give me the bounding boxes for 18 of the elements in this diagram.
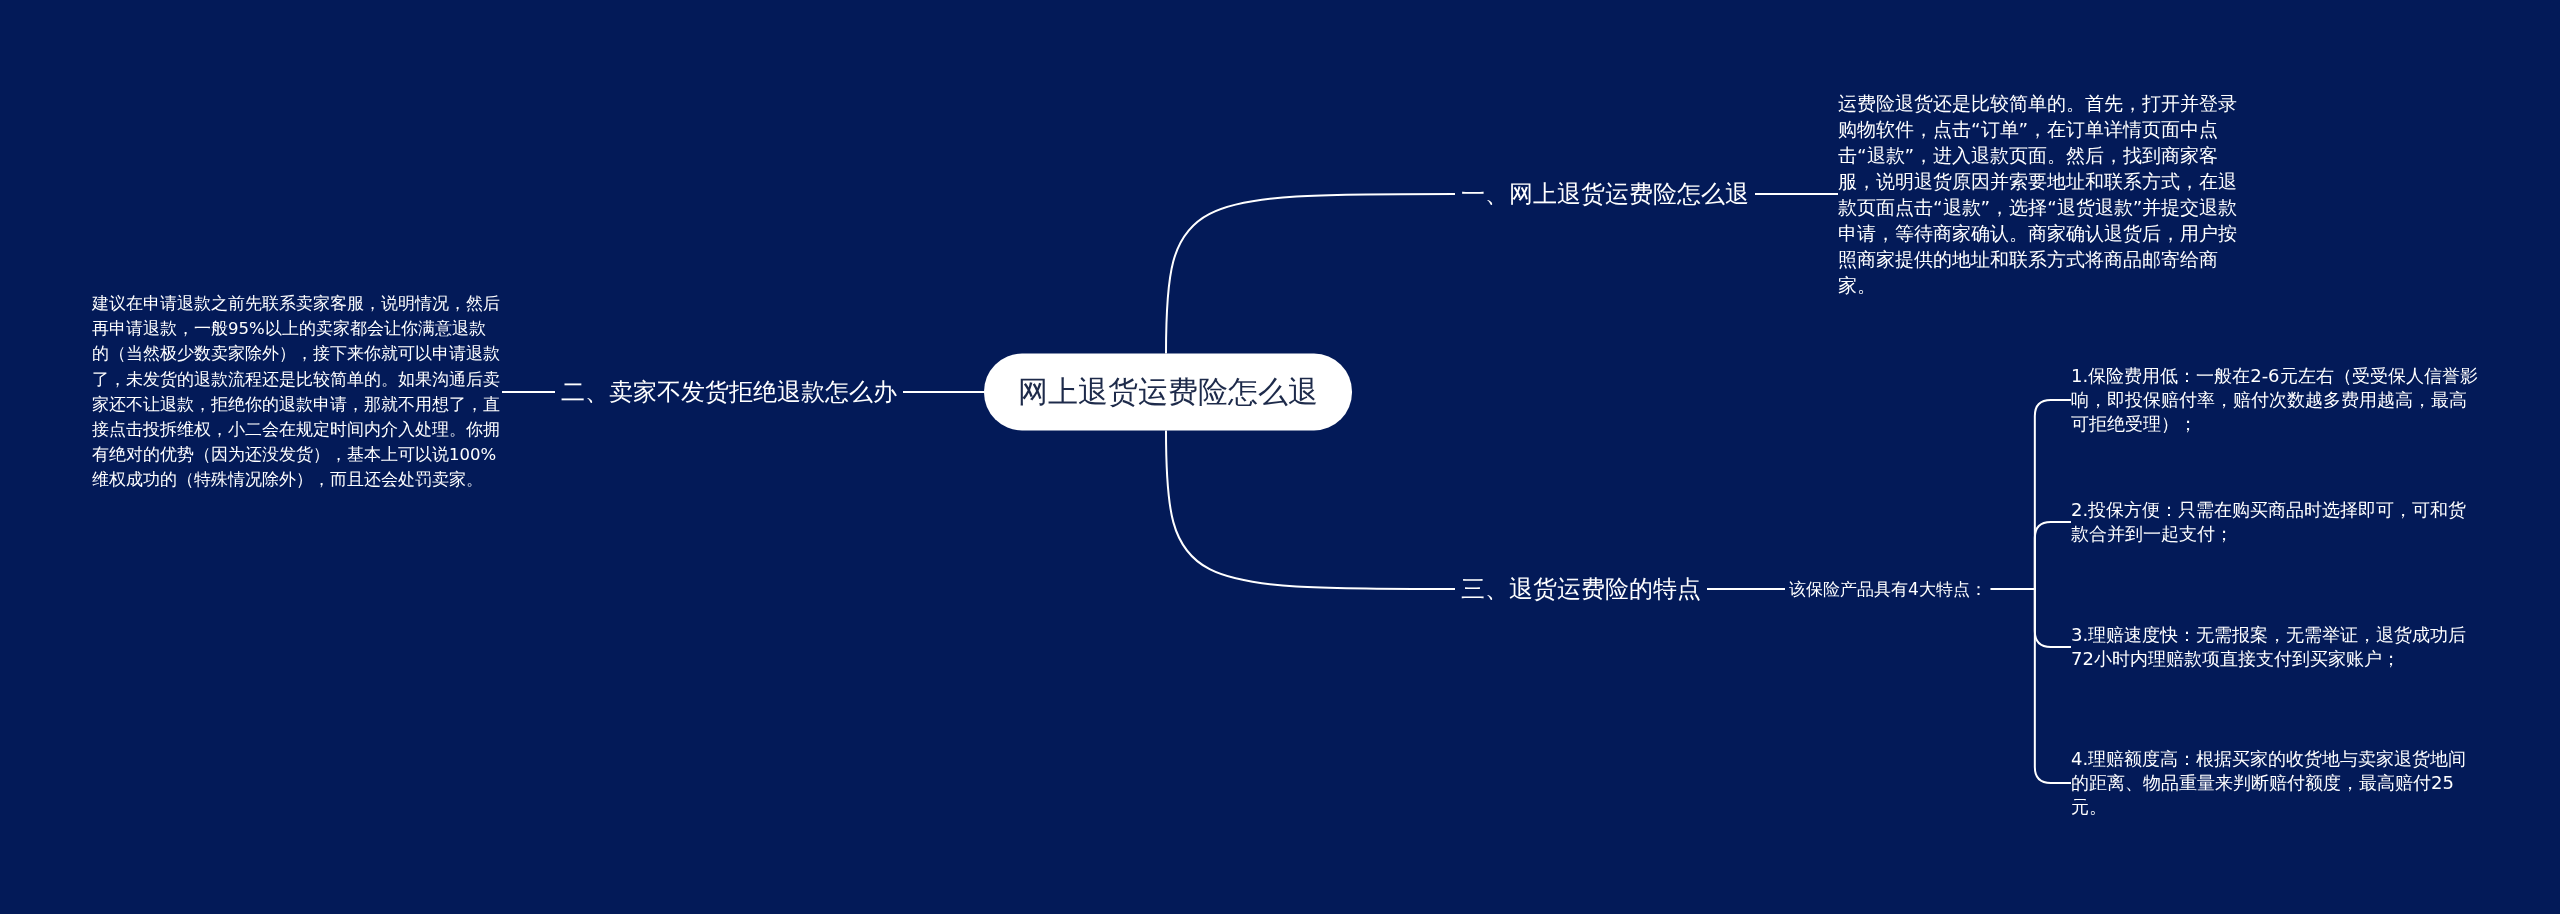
connector-line bbox=[501, 391, 556, 393]
topic-label: 一、网上退货运费险怎么退 bbox=[1461, 179, 1749, 210]
connector-line bbox=[1165, 429, 1456, 590]
list-item-text: 4.理赔额度高：根据买家的收货地与卖家退货地间的距离、物品重量来判断赔付额度，最高赔付25元。 bbox=[2071, 747, 2468, 819]
description-text: 运费险退货还是比较简单的。首先，打开并登录购物软件，点击“订单”，在订单详情页面中点击“退款”，进入退款页面。然后，找到商家客服，说明退货原因并索要地址和联系方式，在退款页面点击“退款”，选择“退货退款”并提交退款申请，等待商家确认。商家确认退货后，用户按照商家提供的地址和联系方式将商品邮寄给商家。 bbox=[1838, 92, 2239, 298]
topic-label: 三、退货运费险的特点 bbox=[1461, 574, 1701, 605]
description-text: 建议在申请退款之前先联系卖家客服，说明情况，然后再申请退款，一般95%以上的卖家都会让你满意退款的（当然极少数卖家除外），接下来你就可以申请退款了，未发货的退款流程还是比较简单的。如果沟通后卖家还不让退款，拒绝你的退款申请，那就不用想了，直接点击投拆维权，小二会在规定时间内介入处理。你拥有绝对的优势（因为还没发货），基本上可以说100%维权成功的（特殊情况除外），而且还会处罚卖家。 bbox=[92, 293, 501, 492]
central-topic: 网上退货运费险怎么退 bbox=[984, 353, 1352, 431]
connector-line bbox=[1754, 193, 1839, 195]
list-item-text: 3.理赔速度快：无需报案，无需举证，退货成功后72小时内理赔款项直接支付到买家账户； bbox=[2071, 623, 2468, 671]
connector-line bbox=[1989, 588, 2072, 784]
list-item-text: 1.保险费用低：一般在2-6元左右（受受保人信誉影响，即投保赔付率，赔付次数越多费用越高，最高可拒绝受理）； bbox=[2071, 364, 2479, 436]
connector-line bbox=[1706, 588, 1786, 590]
subtopic-label: 该保险产品具有4大特点： bbox=[1789, 577, 1987, 601]
list-item-text: 2.投保方便：只需在购买商品时选择即可，可和货款合并到一起支付； bbox=[2071, 498, 2468, 546]
connector-line bbox=[1165, 193, 1456, 355]
connector-line bbox=[902, 391, 985, 393]
topic-label: 二、卖家不发货拒绝退款怎么办 bbox=[561, 377, 897, 408]
